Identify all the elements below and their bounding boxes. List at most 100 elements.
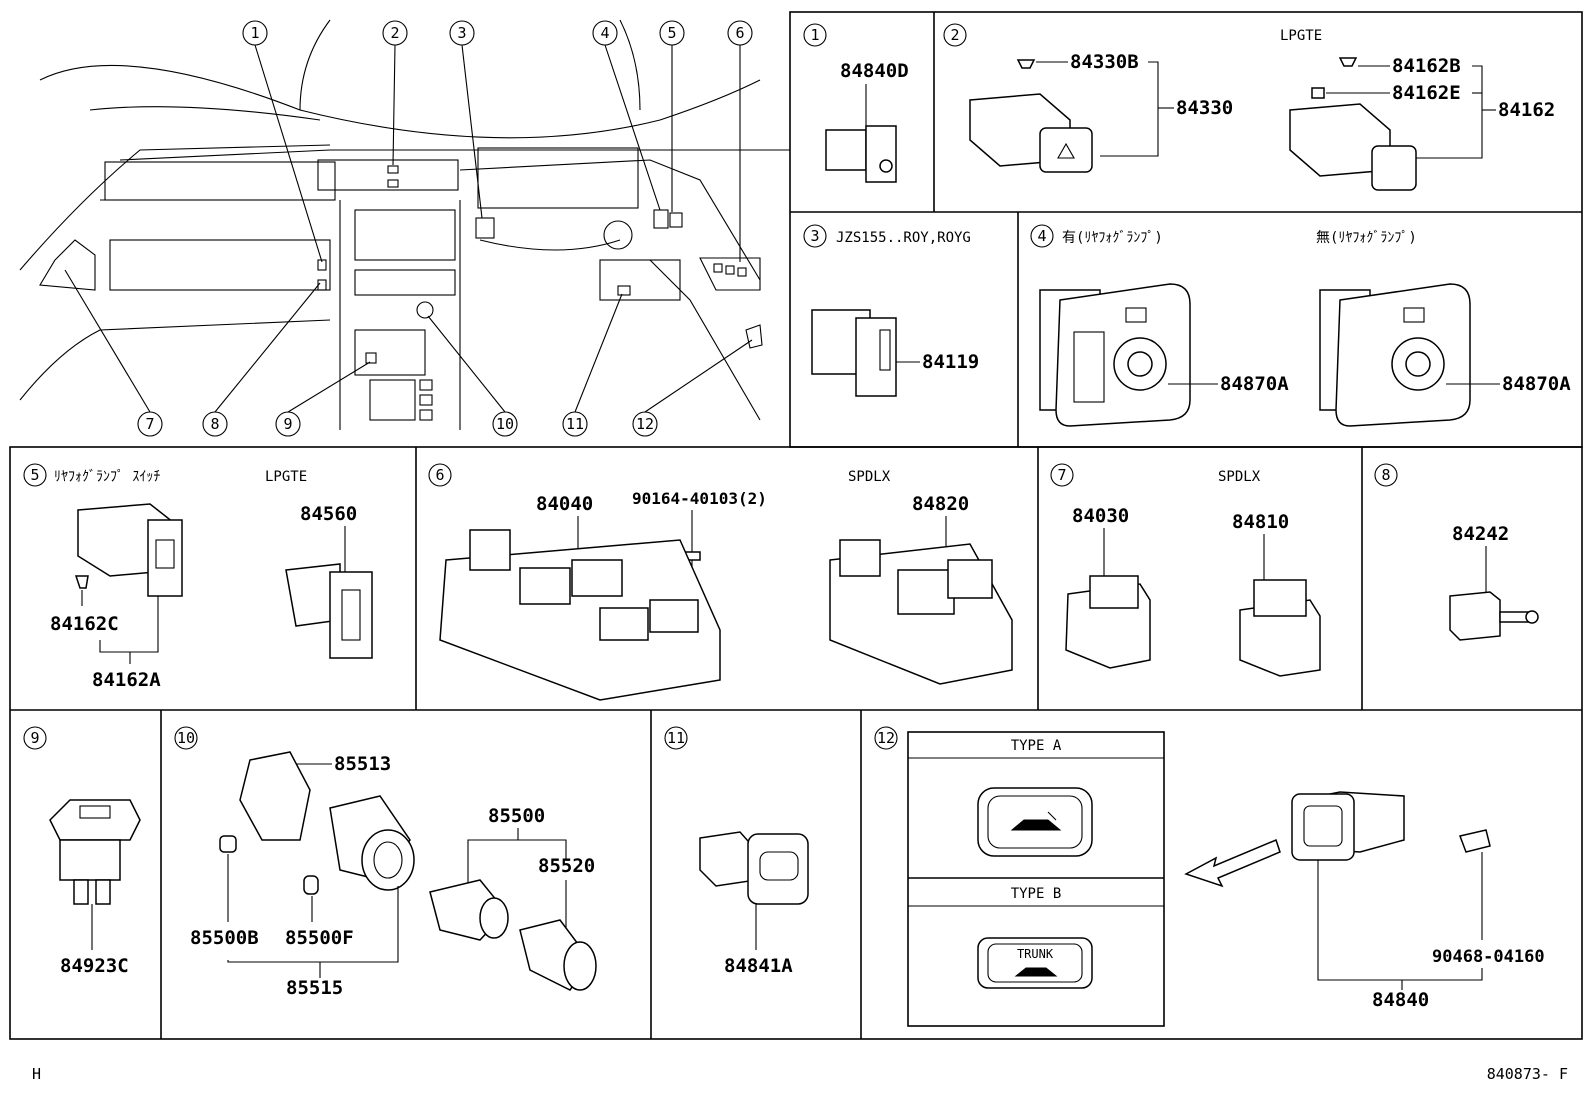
- switch-part: [699, 831, 809, 905]
- svg-text:85515: 85515: [286, 977, 343, 999]
- dashboard-overview: 1 2 3 4 5 6 7 8 9 10 11 12: [19, 19, 790, 437]
- svg-text:85500B: 85500B: [190, 927, 259, 949]
- svg-text:84923C: 84923C: [60, 955, 129, 977]
- svg-text:84810: 84810: [1232, 511, 1289, 533]
- svg-text:84162A: 84162A: [92, 669, 161, 691]
- svg-text:LPGTE: LPGTE: [265, 469, 307, 485]
- svg-text:12: 12: [636, 415, 654, 433]
- panel-1: 1 84840D: [803, 23, 909, 183]
- panel-9: 9 84923C: [23, 726, 141, 977]
- opener-switch: [1291, 791, 1405, 861]
- svg-text:85500: 85500: [488, 805, 545, 827]
- svg-text:84162: 84162: [1498, 99, 1555, 121]
- svg-text:84870A: 84870A: [1502, 373, 1571, 395]
- socket-bracket: [239, 751, 311, 841]
- hazard-switch: [969, 93, 1093, 173]
- callout-7: 7: [137, 411, 163, 437]
- svg-text:84330: 84330: [1176, 97, 1233, 119]
- svg-text:84242: 84242: [1452, 523, 1509, 545]
- footer-left-code: H: [32, 1065, 42, 1083]
- svg-text:9: 9: [30, 729, 39, 747]
- switch-part: [49, 799, 141, 905]
- master-window-switch: [439, 529, 721, 701]
- svg-text:12: 12: [877, 729, 895, 747]
- svg-text:6: 6: [435, 466, 444, 484]
- svg-text:10: 10: [177, 729, 195, 747]
- svg-text:84162C: 84162C: [50, 613, 119, 635]
- rocker-switch: [285, 563, 373, 659]
- callout-8: 8: [202, 411, 228, 437]
- window-switch-a: [1065, 575, 1151, 669]
- trunk-button-type-b: TRUNK: [977, 937, 1093, 989]
- panel-12: 12 TYPE A TYPE B TRUNK: [874, 726, 1545, 1027]
- svg-text:5: 5: [667, 24, 676, 42]
- svg-text:6: 6: [735, 24, 744, 42]
- svg-text:84162E: 84162E: [1392, 82, 1461, 104]
- callout-11: 11: [562, 411, 588, 437]
- svg-text:TRUNK: TRUNK: [1017, 947, 1054, 961]
- mirror-switch-with-fog: [1039, 283, 1191, 427]
- svg-text:84030: 84030: [1072, 505, 1129, 527]
- panel-10: 10 85513 85500B 85500F 85515 85500 85520: [174, 726, 597, 999]
- svg-text:5: 5: [30, 466, 39, 484]
- panel-grid: [9, 11, 1583, 1040]
- fog-switch: [1289, 103, 1417, 191]
- callout-6: 6: [727, 20, 753, 46]
- svg-text:無(ﾘﾔﾌｫｸﾞﾗﾝﾌﾟ): 無(ﾘﾔﾌｫｸﾞﾗﾝﾌﾟ): [1316, 230, 1417, 246]
- svg-text:84040: 84040: [536, 493, 593, 515]
- fog-lamp-switch: [77, 503, 183, 597]
- svg-text:90468-04160: 90468-04160: [1432, 947, 1545, 967]
- model-note: JZS155..ROY,ROYG: [836, 230, 971, 246]
- svg-text:1: 1: [250, 24, 259, 42]
- svg-text:7: 7: [145, 415, 154, 433]
- footer-figure-number: 840873- F: [1486, 1065, 1568, 1083]
- svg-text:84119: 84119: [922, 351, 979, 373]
- passenger-window-switch: [829, 539, 1013, 685]
- svg-text:8: 8: [210, 415, 219, 433]
- callout-1: 1: [242, 20, 268, 46]
- switch-part: [811, 309, 897, 397]
- svg-text:84840: 84840: [1372, 989, 1429, 1011]
- callout-10: 10: [492, 411, 518, 437]
- svg-text:SPDLX: SPDLX: [848, 469, 891, 485]
- part-label: 84840D: [840, 60, 909, 82]
- callout-12: 12: [632, 411, 658, 437]
- panel-6: 6 SPDLX 84040 90164-40103(2) 84820: [428, 463, 1013, 701]
- switch-part: [825, 125, 897, 183]
- svg-text:90164-40103(2): 90164-40103(2): [632, 489, 767, 508]
- mirror-switch-without-fog: [1319, 283, 1471, 427]
- callout-2: 2: [382, 20, 408, 46]
- svg-text:10: 10: [496, 415, 514, 433]
- direction-arrow: [1184, 838, 1281, 888]
- svg-text:SPDLX: SPDLX: [1218, 469, 1261, 485]
- lighter-socket: [429, 879, 509, 941]
- panel-4: 4 有(ﾘﾔﾌｫｸﾞﾗﾝﾌﾟ) 無(ﾘﾔﾌｫｸﾞﾗﾝﾌﾟ) 84870A 848…: [1030, 224, 1571, 427]
- svg-text:8: 8: [1381, 466, 1390, 484]
- door-courtesy-switch: [1449, 591, 1539, 641]
- svg-text:3: 3: [810, 227, 819, 245]
- svg-text:84330B: 84330B: [1070, 51, 1139, 73]
- svg-text:ﾘﾔﾌｫｸﾞﾗﾝﾌﾟ ｽｲｯﾁ: ﾘﾔﾌｫｸﾞﾗﾝﾌﾟ ｽｲｯﾁ: [54, 469, 160, 485]
- svg-text:85513: 85513: [334, 753, 391, 775]
- variant-label: LPGTE: [1280, 28, 1322, 44]
- svg-text:有(ﾘﾔﾌｫｸﾞﾗﾝﾌﾟ): 有(ﾘﾔﾌｫｸﾞﾗﾝﾌﾟ): [1062, 230, 1163, 246]
- window-switch-b: [1239, 579, 1321, 677]
- svg-text:3: 3: [457, 24, 466, 42]
- panel-11: 11 84841A: [664, 726, 809, 977]
- svg-text:11: 11: [667, 729, 685, 747]
- svg-text:84560: 84560: [300, 503, 357, 525]
- svg-text:2: 2: [390, 24, 399, 42]
- panel-3: 3 JZS155..ROY,ROYG 84119: [803, 224, 979, 397]
- panel-5: 5 ﾘﾔﾌｫｸﾞﾗﾝﾌﾟ ｽｲｯﾁ LPGTE 84162C 84162A 84…: [23, 463, 373, 691]
- svg-text:4: 4: [1037, 227, 1046, 245]
- type-b-label: TYPE B: [1011, 886, 1062, 902]
- svg-text:85520: 85520: [538, 855, 595, 877]
- svg-text:11: 11: [566, 415, 584, 433]
- socket: [329, 795, 415, 891]
- callout-5: 5: [659, 20, 685, 46]
- svg-text:4: 4: [600, 24, 609, 42]
- callout-9: 9: [275, 411, 301, 437]
- panel-7: 7 SPDLX 84030 84810: [1050, 463, 1321, 677]
- clip: [1458, 829, 1491, 853]
